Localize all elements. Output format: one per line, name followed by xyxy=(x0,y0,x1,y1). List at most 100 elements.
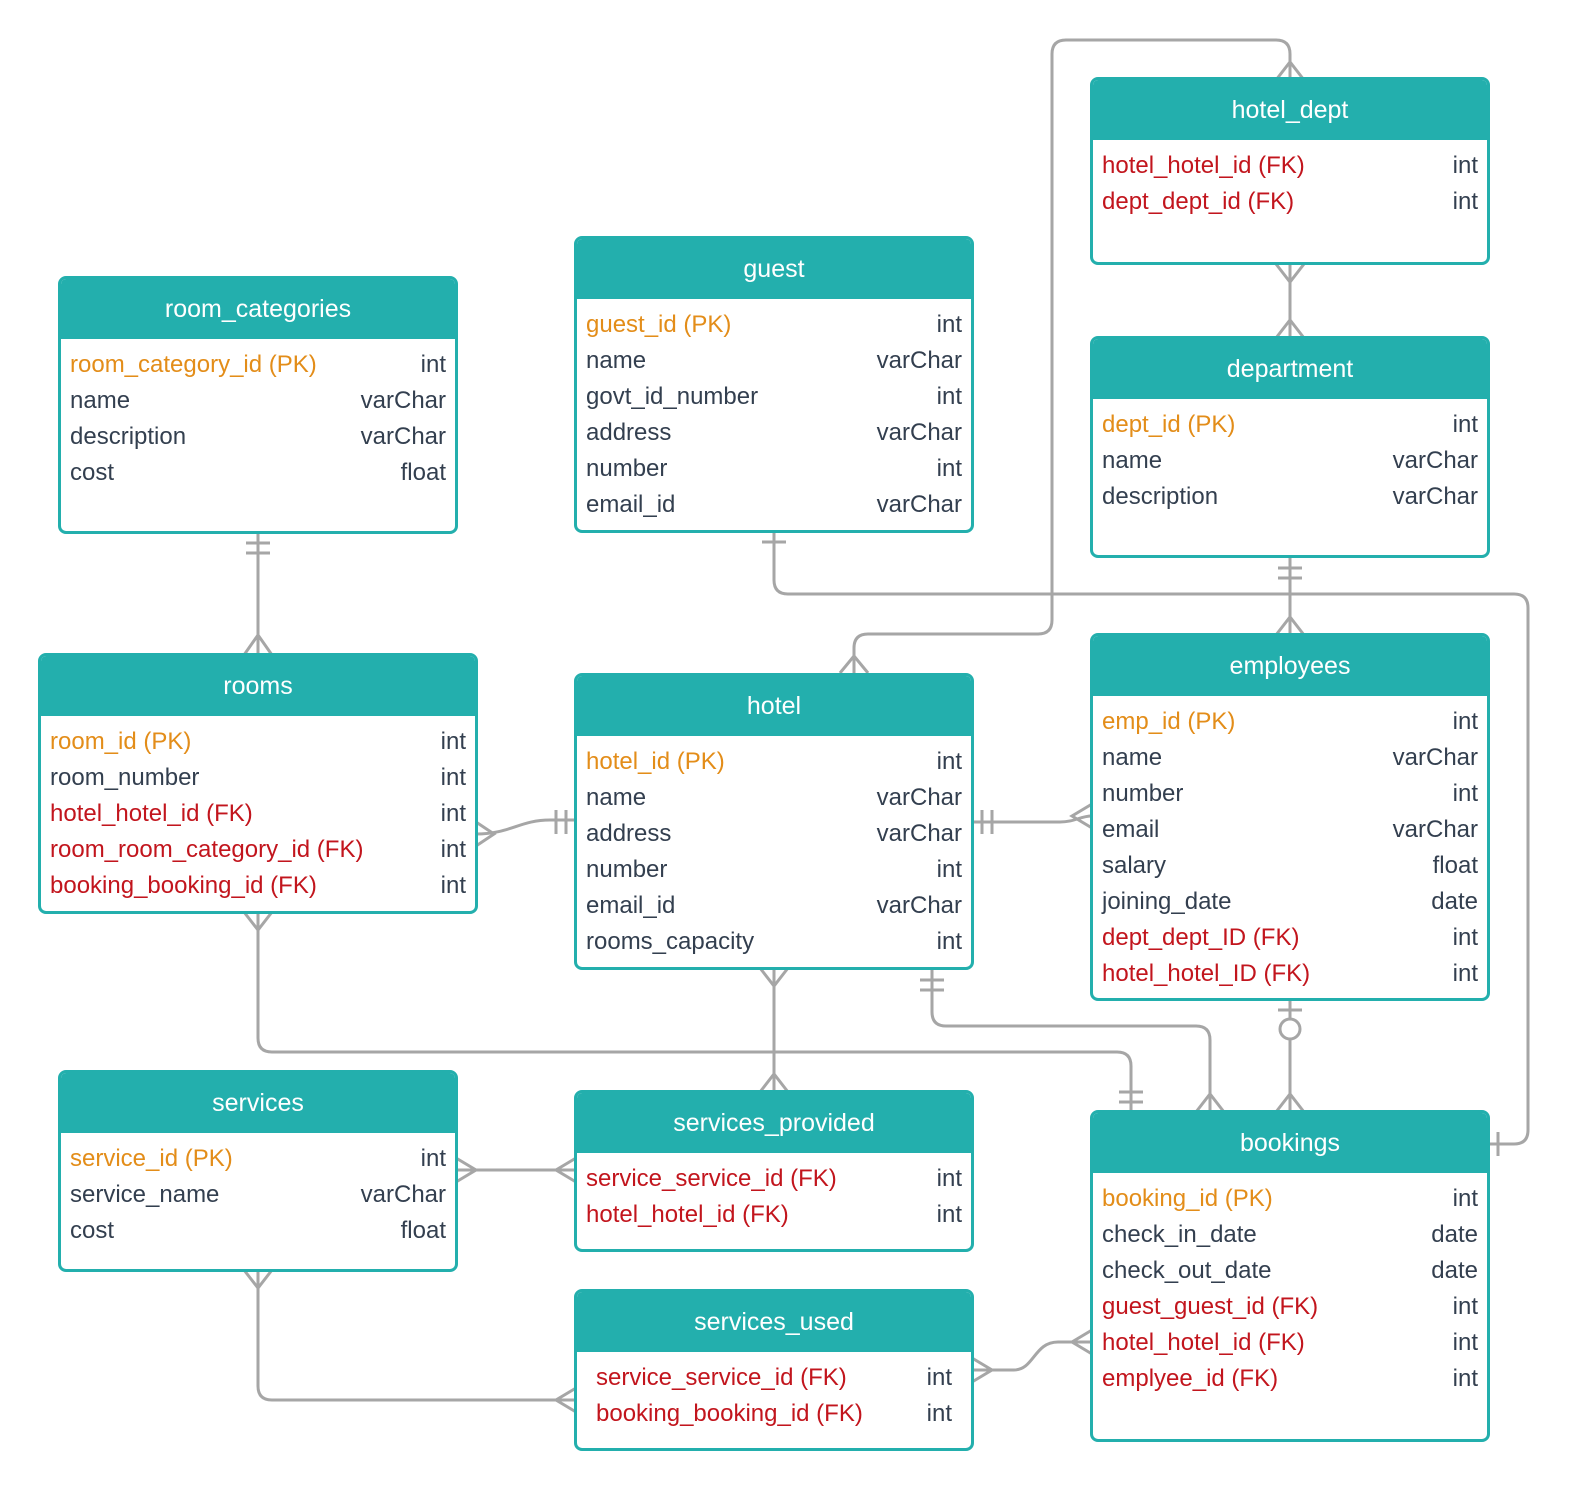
field-row: guest_guest_id (FK)int xyxy=(1102,1289,1478,1325)
field-name: name xyxy=(1102,744,1163,771)
field-type: int xyxy=(1452,152,1478,179)
table-room-categories[interactable]: room_categories room_category_id (PK)int… xyxy=(58,276,458,534)
one-marker xyxy=(1278,566,1302,580)
field-type: varChar xyxy=(876,820,962,847)
many-marker xyxy=(1274,317,1306,339)
field-type: int xyxy=(936,1201,962,1228)
many-marker xyxy=(1274,59,1306,81)
field-type: int xyxy=(440,836,466,863)
field-type: date xyxy=(1431,1257,1478,1284)
table-title: department xyxy=(1093,339,1487,399)
table-title: bookings xyxy=(1093,1113,1487,1173)
table-title: services_used xyxy=(577,1292,971,1352)
field-name: booking_id (PK) xyxy=(1102,1185,1273,1212)
field-name: service_name xyxy=(70,1181,220,1208)
table-title: services_provided xyxy=(577,1093,971,1153)
field-row: room_room_category_id (FK)int xyxy=(50,832,466,868)
field-type: int xyxy=(926,1364,952,1391)
field-type: int xyxy=(936,455,962,482)
rel-guest-bookings xyxy=(772,532,1530,1146)
field-type: varChar xyxy=(1392,447,1478,474)
field-row: service_service_id (FK)int xyxy=(586,1161,962,1197)
field-row: hotel_hotel_id (FK) int xyxy=(1102,148,1478,184)
many-marker xyxy=(1274,1091,1306,1113)
many-marker xyxy=(455,1156,479,1184)
field-name: hotel_hotel_id (FK) xyxy=(1102,152,1305,179)
one-marker xyxy=(920,978,944,992)
field-type: varChar xyxy=(360,423,446,450)
field-type: varChar xyxy=(1392,816,1478,843)
rel-rooms-hotel xyxy=(475,818,576,836)
field-name: check_out_date xyxy=(1102,1257,1272,1284)
field-type: int xyxy=(936,1165,962,1192)
table-services-provided[interactable]: services_provided service_service_id (FK… xyxy=(574,1090,974,1252)
field-row: email varChar xyxy=(1102,812,1478,848)
field-row: hotel_hotel_ID (FK)int xyxy=(1102,956,1478,992)
field-row: guest_id (PK)int xyxy=(586,307,962,343)
many-marker xyxy=(475,820,497,848)
field-row: room_id (PK)int xyxy=(50,724,466,760)
field-type: int xyxy=(1452,411,1478,438)
field-name: booking_booking_id (FK) xyxy=(596,1400,863,1427)
many-marker xyxy=(242,911,274,933)
field-type: int xyxy=(1452,1329,1478,1356)
field-type: int xyxy=(936,748,962,775)
many-marker xyxy=(758,1071,790,1093)
rel-hotel-bookings xyxy=(930,968,1212,1112)
field-type: int xyxy=(440,872,466,899)
field-type: int xyxy=(1452,1185,1478,1212)
field-type: varChar xyxy=(360,387,446,414)
zero-marker xyxy=(1278,1017,1302,1041)
many-marker xyxy=(242,632,274,656)
field-row: dept_dept_ID (FK)int xyxy=(1102,920,1478,956)
field-row: emplyee_id (FK)int xyxy=(1102,1361,1478,1397)
field-name: name xyxy=(70,387,131,414)
field-type: int xyxy=(1452,708,1478,735)
field-row: hotel_hotel_id (FK)int xyxy=(586,1197,962,1233)
field-row: name varChar xyxy=(70,383,446,419)
one-marker xyxy=(246,541,270,555)
field-type: int xyxy=(1452,780,1478,807)
field-row: emp_id (PK)int xyxy=(1102,704,1478,740)
table-title: rooms xyxy=(41,656,475,716)
field-type: int xyxy=(440,800,466,827)
field-name: cost xyxy=(70,459,115,486)
one-marker xyxy=(980,810,994,834)
table-services-used[interactable]: services_used service_service_id (FK)int… xyxy=(574,1289,974,1451)
many-marker xyxy=(553,1386,577,1414)
field-type: date xyxy=(1431,888,1478,915)
field-row: booking_id (PK) int xyxy=(1102,1181,1478,1217)
field-type: int xyxy=(936,856,962,883)
field-row: booking_booking_id (FK)int xyxy=(50,868,466,904)
field-name: email xyxy=(1102,816,1160,843)
field-row: hotel_hotel_id (FK)int xyxy=(50,796,466,832)
table-title: guest xyxy=(577,239,971,299)
field-name: service_id (PK) xyxy=(70,1145,233,1172)
field-type: int xyxy=(440,764,466,791)
field-name: address xyxy=(586,419,672,446)
